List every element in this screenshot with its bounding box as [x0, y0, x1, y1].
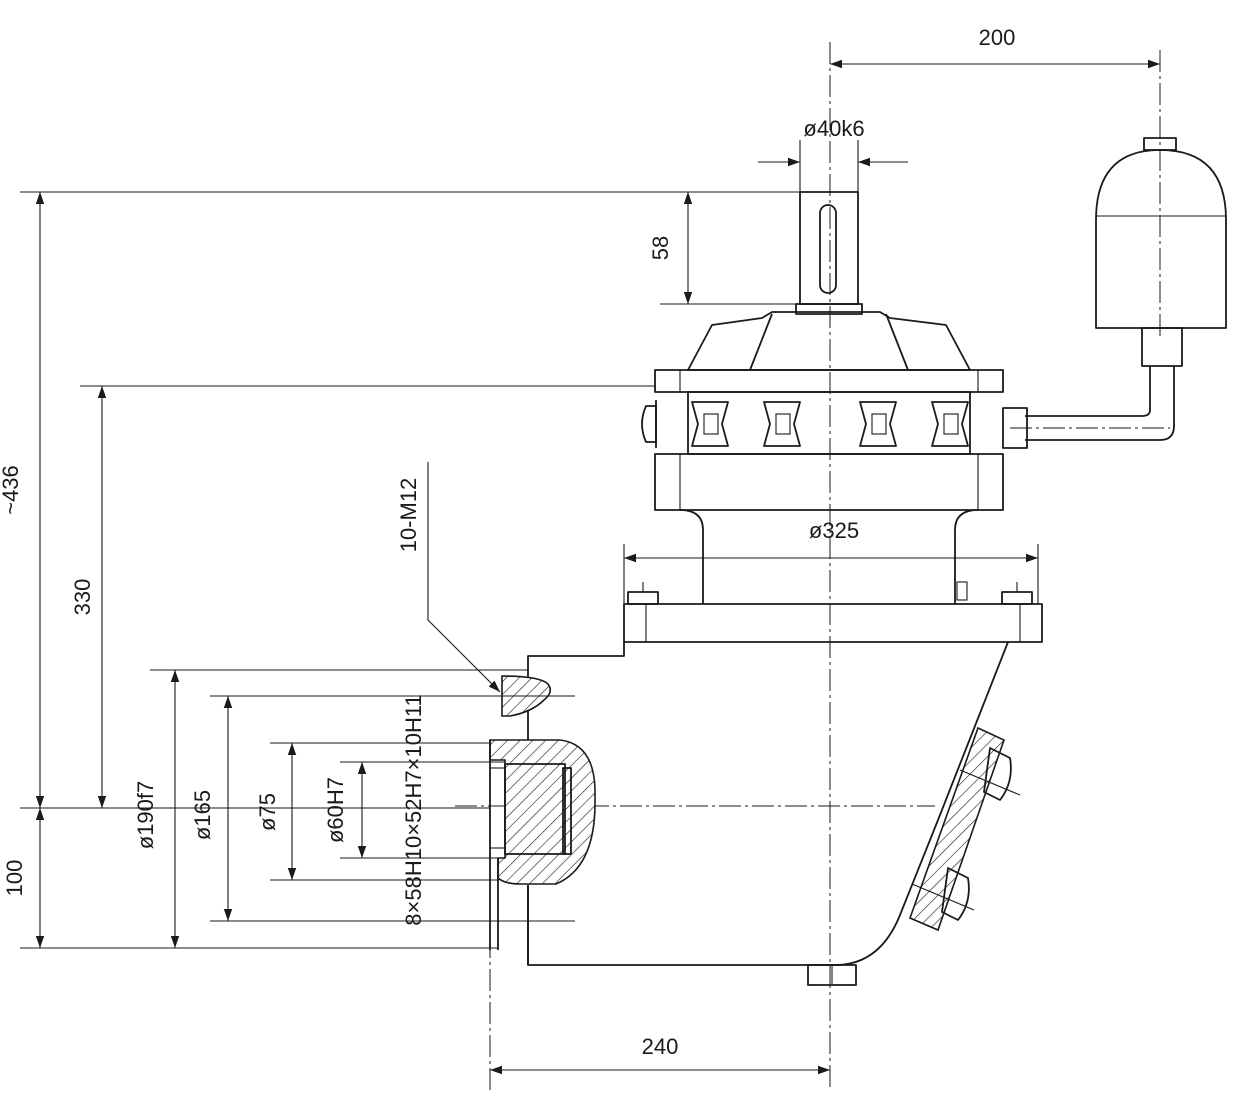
inclined-cover: [908, 726, 1021, 932]
dim-bottom-height: 100: [2, 860, 27, 897]
dimension-lines: [35, 59, 1160, 1075]
output-section: [489, 675, 596, 965]
extension-lines: [20, 140, 1039, 949]
dim-bolts: 10-M12: [396, 478, 421, 553]
centerlines: [455, 42, 1170, 1090]
dim-horizontal-offset: 240: [642, 1034, 679, 1059]
dim-bore-inner: ø60H7: [323, 777, 348, 843]
dim-offset-top: 200: [979, 25, 1016, 50]
lower-housing: [527, 641, 1009, 986]
top-cover: [687, 311, 971, 371]
dim-bolt-circle: ø165: [190, 790, 215, 840]
upper-housing: [641, 369, 1004, 604]
accumulator: [1002, 137, 1227, 449]
dimension-labels: 200 ø40k6 58 ~436 330 10-M12 ø325 ø190f7…: [0, 25, 1015, 1059]
bearing-pockets: [691, 401, 969, 447]
mounting-flange: [623, 582, 1043, 643]
dim-spline: 8×58H10×52H7×10H11: [401, 694, 426, 925]
dim-pilot-dia: ø190f7: [133, 781, 158, 850]
dim-shaft-len: 58: [648, 236, 673, 260]
dim-flange-height: 330: [70, 579, 95, 616]
dim-overall-height: ~436: [0, 465, 23, 515]
dim-bore-outer: ø75: [255, 793, 280, 831]
dim-flange-dia: ø325: [809, 518, 859, 543]
input-shaft: [795, 191, 863, 315]
dim-shaft-dia: ø40k6: [803, 116, 864, 141]
